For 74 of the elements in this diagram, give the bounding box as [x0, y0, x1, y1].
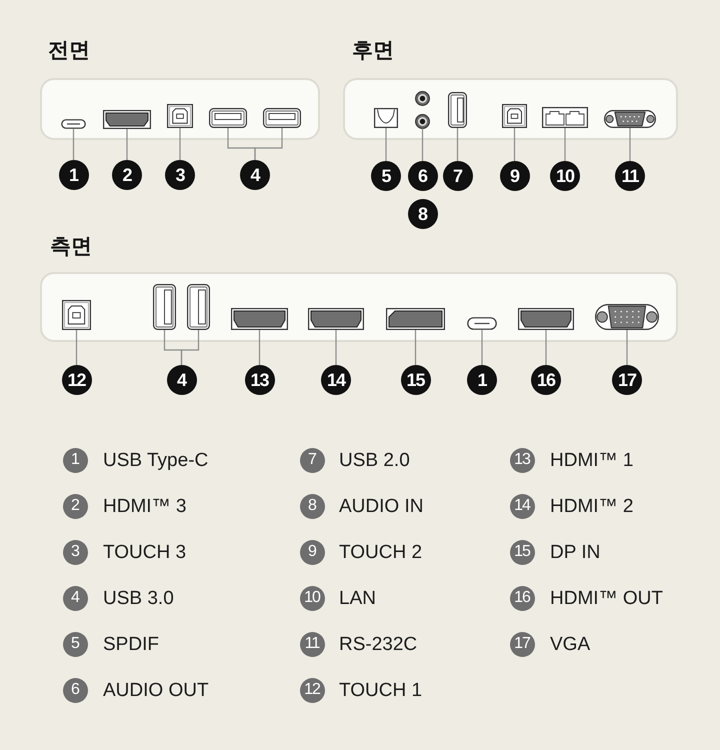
- leader-line: [545, 330, 547, 365]
- number-circle: 1: [62, 448, 88, 472]
- leader-line: [254, 128, 283, 160]
- number-circle: 7: [300, 448, 324, 472]
- panel-heading: 후면: [352, 40, 394, 61]
- number-circle: 13: [510, 448, 534, 472]
- port-name: HDMI™ 1: [550, 450, 634, 470]
- leader-line: [179, 128, 181, 160]
- callout-number: 4: [166, 365, 196, 395]
- port-name: USB 3.0: [103, 588, 174, 608]
- callout-number: 3: [165, 160, 195, 190]
- leader-line: [514, 128, 516, 161]
- port-name: AUDIO IN: [339, 496, 424, 516]
- callout-number: 11: [615, 161, 645, 191]
- leader-line: [72, 129, 74, 160]
- number-circle: 3: [62, 540, 88, 564]
- panel-heading: 측면: [50, 236, 92, 257]
- port-name: TOUCH 3: [103, 542, 186, 562]
- callout-number: 2: [112, 160, 142, 190]
- port-name: LAN: [339, 588, 376, 608]
- callout-number: 15: [400, 365, 430, 395]
- port-name: AUDIO OUT: [103, 680, 209, 700]
- leader-line: [180, 330, 200, 365]
- leader-line: [564, 128, 566, 161]
- callout-number: 9: [500, 161, 530, 191]
- port-name: USB 2.0: [339, 450, 410, 470]
- number-circle: 10: [300, 586, 324, 610]
- leader-line: [76, 330, 78, 365]
- port-name: USB Type-C: [103, 450, 208, 470]
- port-name: SPDIF: [103, 634, 159, 654]
- leader-line: [481, 330, 483, 365]
- callout-number: 1: [467, 365, 497, 395]
- leader-line: [126, 129, 128, 160]
- callout-number: 17: [612, 365, 642, 395]
- leader-line: [626, 330, 628, 365]
- callout-number: 4: [240, 160, 270, 190]
- callout-number: 1: [58, 160, 88, 190]
- leader-line: [258, 330, 260, 365]
- callout-number: 14: [321, 365, 351, 395]
- number-circle: 9: [300, 540, 324, 564]
- port-name: VGA: [550, 634, 590, 654]
- number-circle: 5: [62, 632, 88, 656]
- callout-number: 8: [408, 199, 438, 229]
- port-name: HDMI™ 3: [103, 496, 186, 516]
- number-circle: 16: [510, 586, 534, 610]
- number-circle: 15: [510, 540, 534, 564]
- number-circle: 8: [300, 494, 324, 518]
- port-name: HDMI™ 2: [550, 496, 634, 516]
- port-name: DP IN: [550, 542, 600, 562]
- number-circle: 4: [62, 586, 88, 610]
- number-circle: 11: [300, 632, 324, 656]
- leader-line: [385, 128, 387, 161]
- callout-number: 7: [442, 161, 472, 191]
- port-name: RS-232C: [339, 634, 418, 654]
- number-circle: 12: [300, 678, 324, 702]
- callout-number: 13: [244, 365, 274, 395]
- number-circle: 17: [510, 632, 534, 656]
- leader-line: [456, 128, 458, 161]
- leader-line: [629, 128, 631, 161]
- number-circle: 2: [62, 494, 88, 518]
- callout-number: 5: [371, 161, 401, 191]
- leader-line: [335, 330, 337, 365]
- callout-number: 6: [408, 161, 438, 191]
- number-circle: 14: [510, 494, 534, 518]
- port-name: TOUCH 2: [339, 542, 422, 562]
- port-name: TOUCH 1: [339, 680, 422, 700]
- number-circle: 6: [62, 678, 88, 702]
- leader-line: [422, 128, 424, 161]
- callout-number: 12: [62, 365, 92, 395]
- leader-line: [414, 330, 416, 365]
- panel-heading: 전면: [48, 40, 90, 61]
- callout-number: 10: [550, 161, 580, 191]
- callout-number: 16: [531, 365, 561, 395]
- port-name: HDMI™ OUT: [550, 588, 663, 608]
